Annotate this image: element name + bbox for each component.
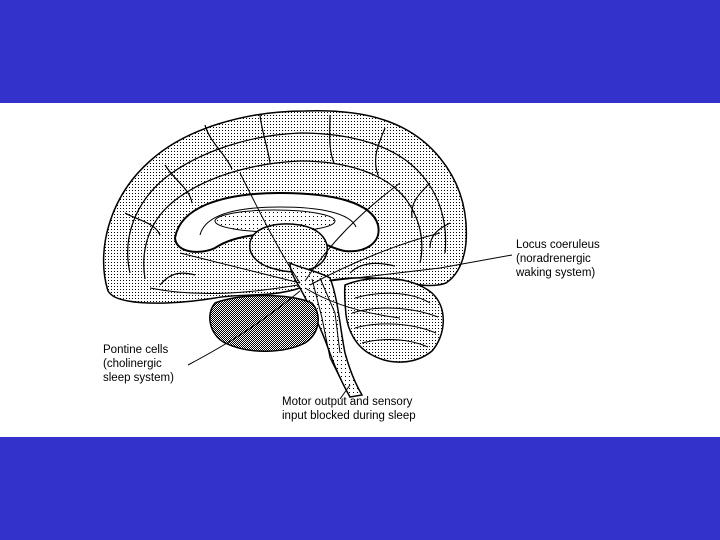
brainstem	[289, 261, 364, 398]
brain-figure: Locus coeruleus (noradrenergic waking sy…	[0, 103, 720, 437]
thalamus	[249, 223, 328, 273]
pontine-cells-label: Pontine cells (cholinergic sleep system)	[103, 344, 174, 384]
pons	[209, 294, 319, 352]
motor-output-label: Motor output and sensory input blocked d…	[282, 396, 416, 422]
top-band	[0, 0, 720, 103]
cerebellum	[343, 277, 444, 363]
neural-pathways	[149, 172, 441, 389]
locus-coeruleus-label: Locus coeruleus (noradrenergic waking sy…	[516, 239, 600, 279]
bottom-band	[0, 437, 720, 540]
brain-diagram	[102, 110, 513, 400]
leader-lines	[187, 254, 513, 400]
gyri	[124, 114, 451, 286]
